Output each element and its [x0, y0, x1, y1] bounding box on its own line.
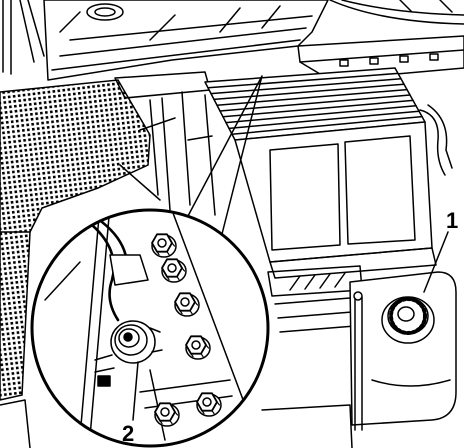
fitting-nut: [151, 233, 177, 258]
tank: [349, 271, 457, 426]
perforated-grille: [0, 79, 151, 448]
fitting-nut: [154, 402, 180, 427]
callout-1-label: 1: [446, 208, 458, 233]
fitting-nut: [174, 292, 200, 317]
detail-view: [44, 211, 267, 445]
callout-1-leader: [423, 231, 449, 293]
callout-1: 1: [423, 208, 458, 293]
sensor-component: [110, 320, 163, 364]
fitting-nut: [196, 392, 222, 417]
filler-cap: [381, 296, 435, 344]
detail-circle-outline: [30, 208, 270, 448]
detail-pointer: [187, 75, 263, 235]
fitting-nut: [185, 335, 211, 360]
callout-2-label: 2: [122, 421, 134, 446]
tank-strap: [353, 291, 363, 431]
fitting-nut: [161, 258, 187, 283]
callout-2: 2: [122, 361, 139, 446]
callout-2-leader: [132, 361, 139, 421]
